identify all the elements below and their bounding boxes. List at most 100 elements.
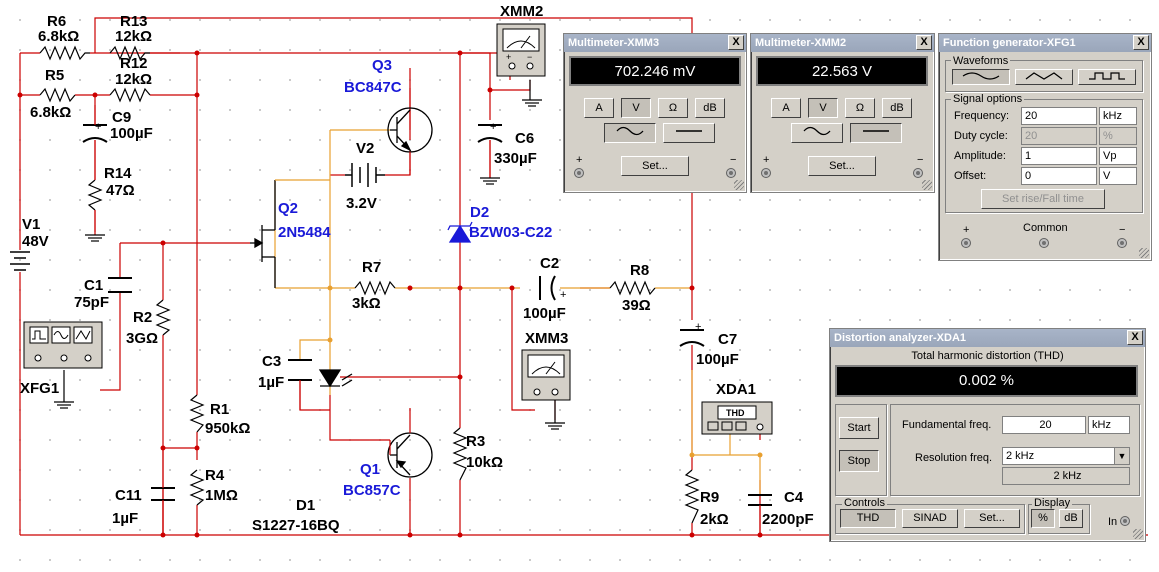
- svg-text:+: +: [506, 52, 511, 62]
- fgen-resize-grip[interactable]: [1139, 248, 1149, 258]
- function-generator-window[interactable]: Function generator-XFG1 X Waveforms Sign…: [938, 33, 1152, 261]
- dist-thd-button[interactable]: THD: [840, 509, 896, 528]
- chevron-down-icon[interactable]: ▼: [1114, 448, 1129, 464]
- multimeter-xmm3-window[interactable]: Multimeter-XMM3 X 702.246 mV A V Ω dB Se…: [563, 33, 747, 193]
- fgen-minus-terminal[interactable]: [1117, 238, 1127, 248]
- fgen-duty-label: Duty cycle:: [954, 130, 1008, 142]
- dist-sinad-button[interactable]: SINAD: [902, 509, 958, 528]
- multimeter-xmm2-window[interactable]: Multimeter-XMM2 X 22.563 V A V Ω dB Set.…: [750, 33, 935, 193]
- xmm2-set-button[interactable]: Set...: [808, 156, 876, 176]
- svg-text:−: −: [527, 52, 532, 62]
- resistor-r13: [109, 45, 150, 61]
- label-xmm2: XMM2: [500, 3, 543, 20]
- function-generator-xfg1-symbol[interactable]: [23, 321, 103, 369]
- multimeter-xmm3-symbol[interactable]: [521, 349, 571, 401]
- value-c3: 1µF: [258, 374, 284, 391]
- xmm3-ammeter-button[interactable]: A: [584, 98, 614, 118]
- transistor-q2: [250, 180, 276, 288]
- dist-fundamental-input[interactable]: 20: [1002, 416, 1086, 434]
- fgen-offset-unit[interactable]: V: [1099, 167, 1137, 185]
- dist-db-button[interactable]: dB: [1059, 509, 1083, 528]
- value-d1: S1227-16BQ: [252, 517, 340, 534]
- label-r13: R13: [120, 13, 148, 30]
- value-r6: 6.8kΩ: [38, 28, 79, 45]
- fgen-offset-input[interactable]: 0: [1021, 167, 1097, 185]
- xmm2-resize-grip[interactable]: [922, 180, 932, 190]
- xmm3-ac-button[interactable]: [604, 123, 656, 143]
- xmm3-resize-grip[interactable]: [734, 180, 744, 190]
- fgen-close-button[interactable]: X: [1133, 35, 1149, 50]
- junction-dots: [17, 50, 763, 538]
- xmm2-ohmmeter-button[interactable]: Ω: [845, 98, 875, 118]
- dist-in-terminal[interactable]: [1120, 516, 1130, 526]
- dist-fundamental-unit[interactable]: kHz: [1088, 416, 1130, 434]
- xmm2-voltmeter-button[interactable]: V: [808, 98, 838, 118]
- polarity-c6: +: [490, 121, 496, 133]
- xmm3-minus-terminal[interactable]: [726, 168, 736, 178]
- value-r1: 950kΩ: [205, 420, 250, 437]
- dist-controls-group: [835, 504, 1025, 534]
- resistor-r1: [189, 394, 205, 433]
- label-r4: R4: [205, 467, 225, 484]
- dist-resize-grip[interactable]: [1133, 529, 1143, 539]
- dist-resolution-value: 2 kHz: [1006, 450, 1035, 462]
- fgen-amplitude-input[interactable]: 1: [1021, 147, 1097, 165]
- fgen-plus-terminal[interactable]: [961, 238, 971, 248]
- fgen-frequency-input[interactable]: 20: [1021, 107, 1097, 125]
- xmm3-dc-button[interactable]: [663, 123, 715, 143]
- fgen-duty-unit[interactable]: %: [1099, 127, 1137, 145]
- xmm3-voltmeter-button[interactable]: V: [621, 98, 651, 118]
- xmm2-db-button[interactable]: dB: [882, 98, 912, 118]
- xmm2-ac-button[interactable]: [791, 123, 843, 143]
- xmm2-close-button[interactable]: X: [916, 35, 932, 50]
- fgen-frequency-unit[interactable]: kHz: [1099, 107, 1137, 125]
- fgen-triangle-button[interactable]: [1015, 69, 1073, 85]
- resistor-r14: [87, 179, 103, 211]
- label-q3: Q3: [372, 57, 392, 74]
- value-c9: 100µF: [110, 125, 153, 142]
- xmm2-plus-terminal[interactable]: [761, 168, 771, 178]
- fgen-titlebar[interactable]: Function generator-XFG1 X: [939, 34, 1151, 52]
- dc-line-icon: [676, 130, 702, 132]
- xmm3-plus-label: +: [576, 154, 583, 166]
- resistor-r2: [155, 299, 171, 336]
- label-c9: C9: [112, 109, 131, 126]
- value-v1: 48V: [22, 233, 49, 250]
- resistors: [39, 45, 700, 524]
- fgen-duty-input[interactable]: 20: [1021, 127, 1097, 145]
- resistor-r8: [609, 280, 656, 296]
- value-r4: 1MΩ: [205, 487, 238, 504]
- dist-percent-button[interactable]: %: [1031, 509, 1055, 528]
- capacitor-c6-bot: [477, 137, 503, 143]
- fgen-amplitude-unit[interactable]: Vp: [1099, 147, 1137, 165]
- multimeter-xmm2-symbol[interactable]: + −: [496, 23, 546, 77]
- dist-set-button[interactable]: Set...: [964, 509, 1020, 528]
- fgen-waveforms-label: Waveforms: [951, 55, 1011, 67]
- fgen-common-terminal[interactable]: [1039, 238, 1049, 248]
- xmm2-ammeter-button[interactable]: A: [771, 98, 801, 118]
- xmm2-minus-terminal[interactable]: [913, 168, 923, 178]
- xmm3-db-button[interactable]: dB: [695, 98, 725, 118]
- dist-stop-button[interactable]: Stop: [839, 450, 879, 472]
- distortion-analyzer-window[interactable]: Distortion analyzer-XDA1 X Total harmoni…: [829, 328, 1146, 542]
- fgen-sine-button[interactable]: [952, 69, 1010, 85]
- xmm3-set-button[interactable]: Set...: [621, 156, 689, 176]
- xmm3-titlebar[interactable]: Multimeter-XMM3 X: [564, 34, 746, 52]
- dist-start-button[interactable]: Start: [839, 417, 879, 439]
- xmm2-titlebar[interactable]: Multimeter-XMM2 X: [751, 34, 934, 52]
- distortion-analyzer-xda1-symbol[interactable]: [701, 401, 773, 435]
- fgen-rise-fall-button[interactable]: Set rise/Fall time: [981, 189, 1105, 209]
- label-xfg1: XFG1: [20, 380, 59, 397]
- dist-resolution-select[interactable]: 2 kHz ▼: [1002, 447, 1130, 465]
- dist-titlebar[interactable]: Distortion analyzer-XDA1 X: [830, 329, 1145, 347]
- dist-close-button[interactable]: X: [1127, 330, 1143, 345]
- dist-thd-heading: Total harmonic distortion (THD): [911, 350, 1064, 362]
- xmm2-dc-button[interactable]: [850, 123, 902, 143]
- xmm3-close-button[interactable]: X: [728, 35, 744, 50]
- xmm3-ohmmeter-button[interactable]: Ω: [658, 98, 688, 118]
- dist-fundamental-label: Fundamental freq.: [902, 419, 992, 431]
- label-r9: R9: [700, 489, 719, 506]
- xmm3-plus-terminal[interactable]: [574, 168, 584, 178]
- fgen-square-button[interactable]: [1078, 69, 1136, 85]
